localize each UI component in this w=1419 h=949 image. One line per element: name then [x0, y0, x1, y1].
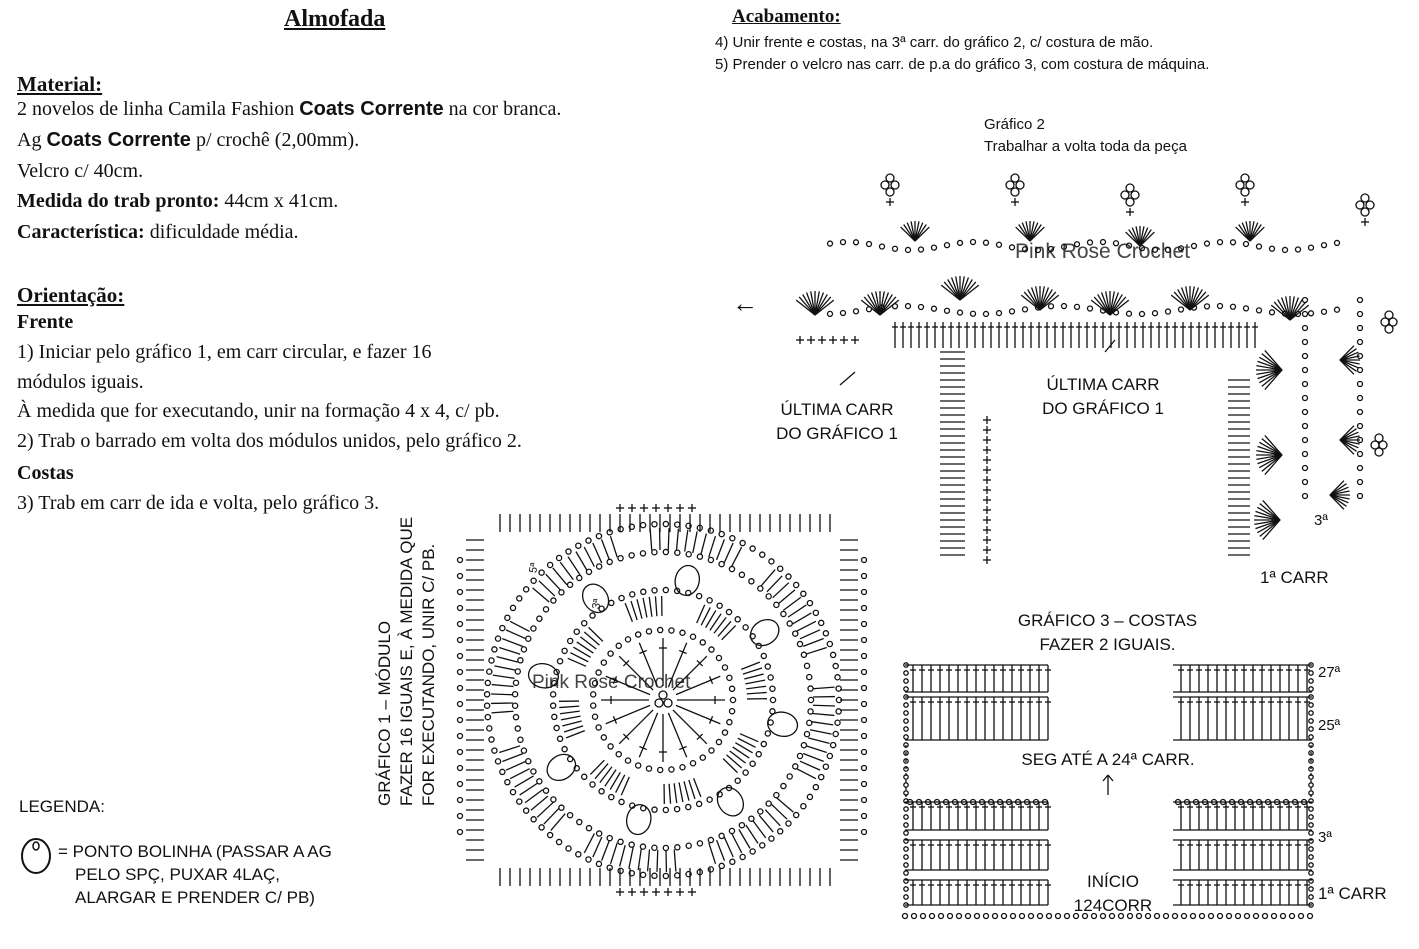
material-line-5: Característica: dificuldade média.: [17, 221, 299, 243]
step-1c: À medida que for executando, unir na for…: [17, 400, 500, 422]
material-heading: Material:: [17, 72, 103, 96]
grafico1-module-chart: [456, 504, 868, 896]
step-2: 2) Trab o barrado em volta dos módulos u…: [17, 430, 522, 452]
legenda-line-3: ALARGAR E PRENDER C/ PB): [75, 888, 315, 907]
grafico2-border-chart: [795, 173, 1398, 564]
grafico3-back-chart: [901, 662, 1314, 920]
page-title: Almofada: [284, 6, 386, 32]
material-line-1: 2 novelos de linha Camila Fashion Coats …: [17, 98, 562, 120]
step-4: 4) Unir frente e costas, na 3ª carr. do …: [715, 34, 1154, 51]
step-1b: módulos iguais.: [17, 371, 144, 393]
frente-heading: Frente: [17, 311, 74, 333]
material-line-2: Ag Coats Corrente p/ crochê (2,00mm).: [17, 129, 360, 151]
grafico2-row-1: 1ª CARR: [1260, 568, 1329, 587]
step-3: 3) Trab em carr de ida e volta, pelo grá…: [17, 492, 380, 514]
grafico2-watermark: Pink Rose Crochet: [1015, 240, 1191, 263]
step-1a: 1) Iniciar pelo gráfico 1, em carr circu…: [17, 341, 432, 363]
grafico3-row-1: 1ª CARR: [1318, 884, 1387, 903]
orientacao-heading: Orientação:: [17, 283, 125, 307]
grafico2-subtitle: Trabalhar a volta toda da peça: [984, 138, 1187, 155]
legenda-line-1: = PONTO BOLINHA (PASSAR A AG: [58, 842, 332, 861]
acabamento-heading: Acabamento:: [732, 6, 841, 27]
grafico3-seg: SEG ATÉ A 24ª CARR.: [1021, 750, 1195, 769]
grafico3-row-27: 27ª: [1318, 664, 1341, 681]
step-5: 5) Prender o velcro nas carr. de p.a do …: [715, 56, 1210, 73]
ponto-bolinha-symbol-icon: [20, 836, 52, 876]
material-line-3: Velcro c/ 40cm.: [17, 160, 144, 182]
legenda-heading: LEGENDA:: [19, 797, 105, 816]
direction-arrow-icon: ←: [732, 288, 758, 318]
material-line-4: Medida do trab pronto: 44cm x 41cm.: [17, 190, 339, 212]
grafico2-title: Gráfico 2: [984, 116, 1045, 133]
costas-heading: Costas: [17, 462, 74, 484]
grafico2-row-3: 3ª: [1314, 512, 1328, 529]
grafico3-row-3: 3ª: [1318, 829, 1332, 846]
grafico3-row-25: 25ª: [1318, 717, 1341, 734]
legenda-line-2: PELO SPÇ, PUXAR 4LAÇ,: [75, 865, 281, 884]
